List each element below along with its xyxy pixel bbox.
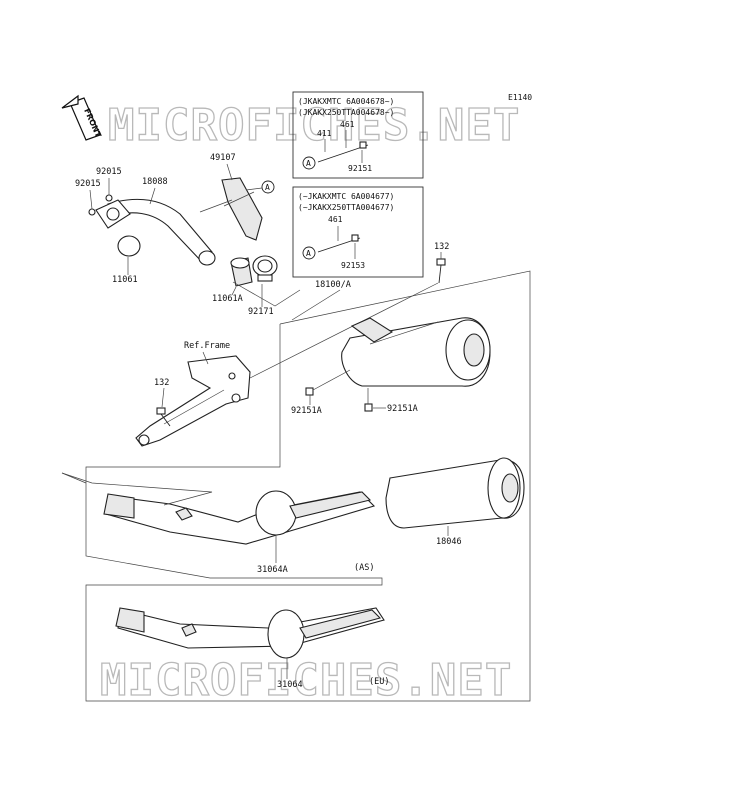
diagram-code: E1140: [508, 93, 532, 102]
part-label-92151a-left: 92151A: [291, 406, 322, 416]
ref-frame-label: Ref.Frame: [184, 341, 230, 351]
part-label-92151: 92151: [348, 164, 372, 173]
callout-a-guard: A: [265, 183, 270, 192]
variant-lower-line2: (~JKAKX250TTA004677): [298, 203, 394, 212]
clamp-92171: [252, 255, 278, 282]
part-label-18088: 18088: [142, 177, 168, 187]
variant-box-lower: (~JKAKXMTC 6A004677) (~JKAKX250TTA004677…: [292, 186, 424, 278]
variant-upper-line1: (JKAKXMTC 6A004678~): [298, 97, 394, 106]
bolt-132-top: [436, 258, 446, 284]
watermark-top: MICROFICHES.NET: [108, 100, 520, 151]
sleeve-11061a: [230, 257, 253, 287]
part-label-461-upper: 461: [340, 120, 355, 129]
part-label-18100a: 18100/A: [315, 280, 351, 290]
variant-upper-line2: (JKAKX250TTA004678~): [298, 108, 394, 117]
part-label-11061a: 11061A: [212, 294, 243, 304]
part-label-31064: 31064: [277, 680, 303, 690]
part-label-49107: 49107: [210, 153, 236, 163]
part-label-11061: 11061: [112, 275, 138, 285]
frame-reference: [135, 355, 251, 447]
part-label-92171: 92171: [248, 307, 274, 317]
part-label-92153: 92153: [341, 261, 365, 270]
part-label-92015-left: 92015: [75, 179, 101, 189]
part-label-411: 411: [317, 129, 332, 138]
part-label-92015-top: 92015: [96, 167, 122, 177]
callout-a-lower: A: [306, 249, 311, 258]
part-label-18046: 18046: [436, 537, 462, 547]
watermark-bottom: MICROFICHES.NET: [100, 655, 512, 706]
heat-guard-49107: [199, 177, 263, 241]
variant-lower-line1: (~JKAKXMTC 6A004677): [298, 192, 394, 201]
part-label-132-top: 132: [434, 242, 449, 252]
bolt-132-bottom: [156, 407, 171, 427]
callout-a-upper: A: [306, 159, 311, 168]
part-label-132-bottom: 132: [154, 378, 169, 388]
part-label-92151a-right: 92151A: [387, 404, 418, 414]
front-arrow-icon: FRONT: [61, 94, 103, 141]
variant-box-upper: (JKAKXMTC 6A004678~) (JKAKX250TTA004678~…: [292, 91, 424, 179]
header-pipe: [88, 194, 216, 266]
gasket-11061: [117, 235, 141, 257]
exhaust-pipe-as: [103, 490, 376, 545]
part-label-31064a: 31064A: [257, 565, 288, 575]
bolt-92151a-right: [364, 403, 373, 412]
variant-label-eu: (EU): [369, 677, 389, 687]
muffler-cover-18046: [385, 457, 525, 529]
bolt-92151a-left: [305, 387, 314, 396]
exhaust-pipe-eu: [115, 607, 385, 659]
part-label-461-lower: 461: [328, 215, 343, 224]
silencer-assembly: [341, 317, 491, 387]
assembly-outline: [85, 270, 531, 702]
variant-label-as: (AS): [354, 563, 374, 573]
